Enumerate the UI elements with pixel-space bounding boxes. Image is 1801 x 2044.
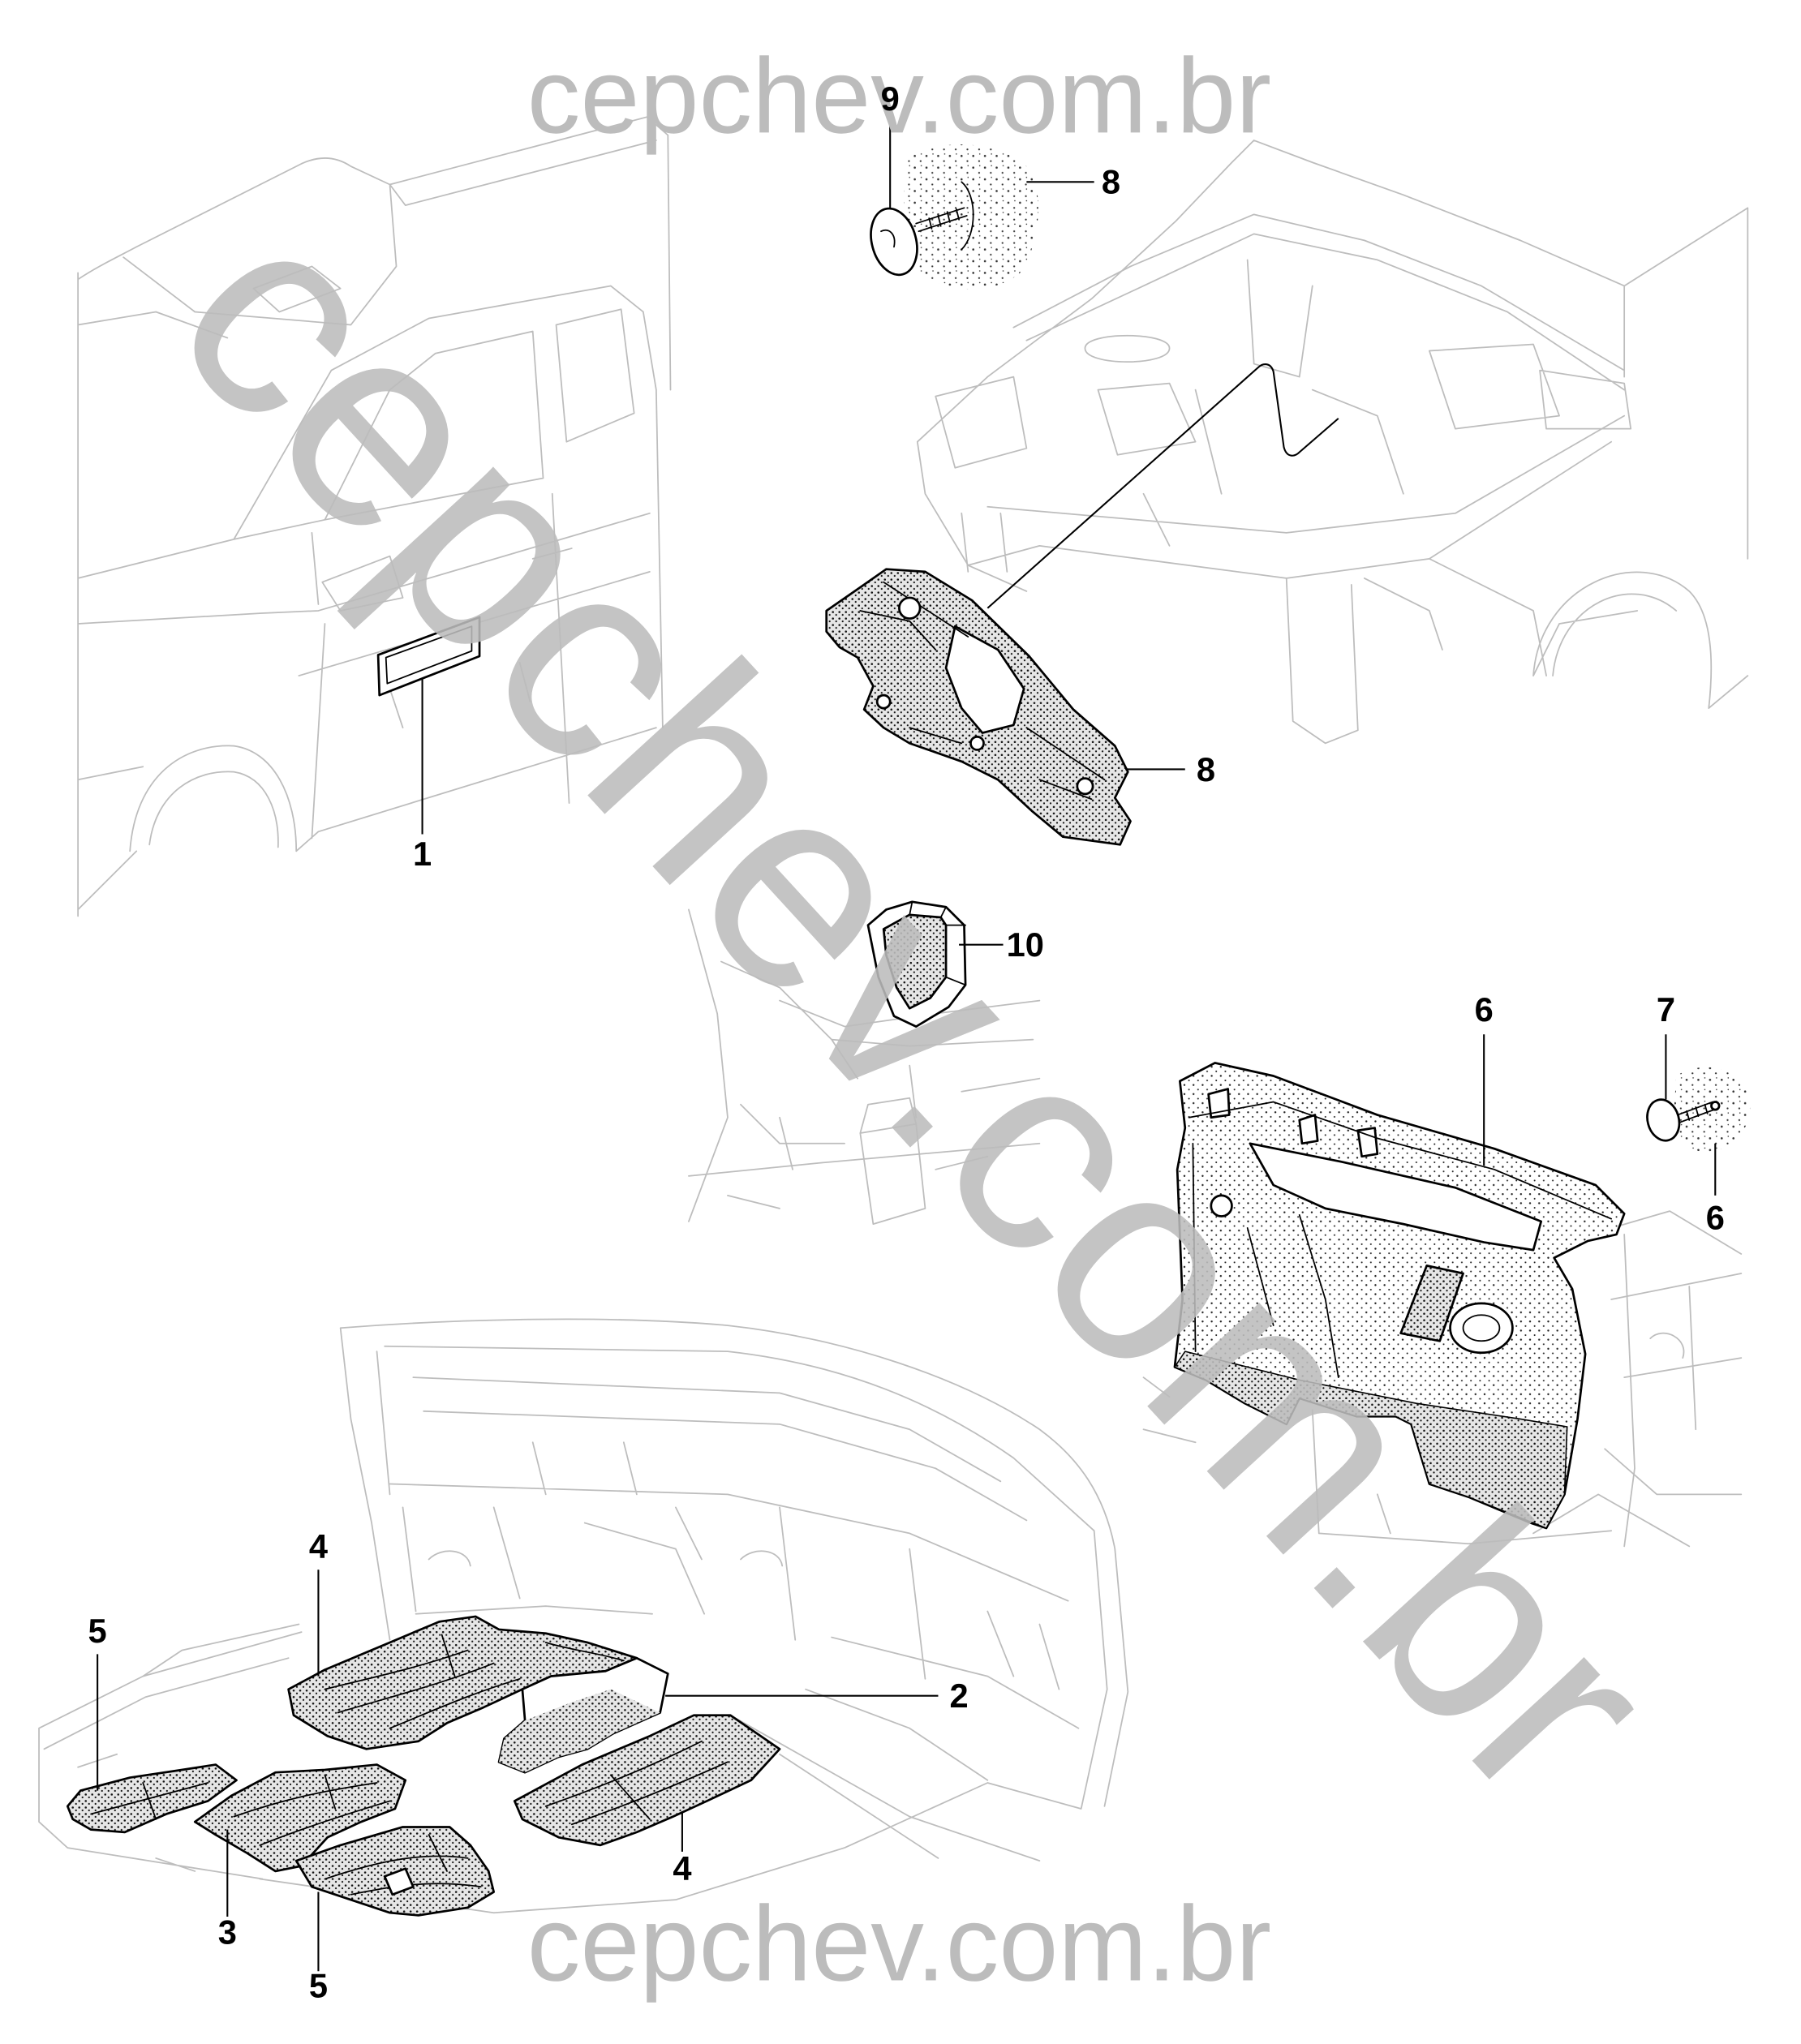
callout-1: 1 bbox=[413, 835, 432, 873]
callout-6-panel: 6 bbox=[1475, 990, 1494, 1028]
floor-carpets bbox=[66, 1615, 781, 1917]
part-2-carpet-tunnel-shading bbox=[499, 1689, 660, 1773]
insulator-block-inner bbox=[882, 913, 948, 1010]
part-10-insulator-block bbox=[866, 900, 967, 1028]
dash-insulator-lower-grommet-inner bbox=[1462, 1314, 1501, 1342]
pillar-area-outline bbox=[688, 908, 1041, 1225]
watermark-top: cepchev.com.br bbox=[527, 36, 1271, 155]
pin-shaft bbox=[915, 207, 968, 233]
part-7-push-pin bbox=[1646, 1067, 1751, 1153]
dash-insulator-upper-hole-3 bbox=[1076, 777, 1094, 796]
pin-cap bbox=[1646, 1098, 1681, 1142]
part-5-carpet-bottom bbox=[294, 1826, 496, 1917]
location-leader-line bbox=[986, 363, 1339, 609]
part-1-label bbox=[376, 616, 481, 697]
dash-insulator-upper-creases bbox=[859, 581, 1106, 801]
leader-lines bbox=[97, 124, 1717, 1972]
dash-insulator-upper-hole-1 bbox=[898, 596, 922, 620]
part-3-carpet-center bbox=[193, 1763, 407, 1873]
callout-4-front: 4 bbox=[309, 1527, 328, 1565]
dash-insulator-lower-creases bbox=[1188, 1101, 1613, 1379]
bulkhead-area-view bbox=[1142, 1210, 1743, 1548]
pillar-area-view bbox=[688, 908, 1041, 1225]
label-plate-inner-border bbox=[385, 625, 473, 685]
callout-7: 7 bbox=[1657, 990, 1675, 1028]
callout-5-bottom: 5 bbox=[309, 1966, 328, 2004]
engine-bay-outline bbox=[916, 140, 1749, 745]
pin-cap-detail bbox=[880, 230, 896, 248]
pin-shaft bbox=[1676, 1101, 1715, 1124]
dash-insulator-lower-holes bbox=[1207, 1088, 1379, 1158]
dash-insulator-lower-grommet bbox=[1449, 1302, 1514, 1355]
callout-2: 2 bbox=[950, 1677, 969, 1715]
callout-5-left: 5 bbox=[88, 1612, 107, 1650]
dash-insulator-upper-hole-4 bbox=[875, 694, 892, 710]
engine-bay-view bbox=[916, 140, 1749, 745]
part-8-dash-insulator-upper bbox=[825, 363, 1339, 846]
dash-insulator-upper-body bbox=[825, 568, 1132, 846]
watermark-bottom: cepchev.com.br bbox=[527, 1883, 1271, 2003]
callout-6-pin: 6 bbox=[1706, 1199, 1725, 1237]
callout-8-panel: 8 bbox=[1197, 750, 1215, 788]
dash-insulator-lower-patch bbox=[1399, 1265, 1464, 1342]
pin-mounting-area-stipple bbox=[904, 144, 1038, 290]
insulator-block-edges bbox=[909, 900, 966, 986]
dash-insulator-upper-hole-2 bbox=[969, 735, 985, 751]
part-4-carpet-rear bbox=[513, 1714, 781, 1847]
part-6-dash-insulator-lower bbox=[1173, 1062, 1626, 1530]
part-9-push-pin bbox=[870, 144, 1038, 290]
pin-hole-icon bbox=[961, 181, 974, 251]
pin-tip bbox=[1710, 1101, 1721, 1111]
callout-3: 3 bbox=[218, 1913, 237, 1952]
callout-8-top: 8 bbox=[1102, 163, 1120, 201]
label-plate bbox=[376, 616, 481, 697]
bulkhead-area-outline bbox=[1142, 1210, 1743, 1548]
dash-insulator-lower-floor-band bbox=[1173, 1350, 1568, 1530]
callout-9: 9 bbox=[881, 79, 900, 118]
carpet-bottom-clip bbox=[383, 1867, 415, 1896]
callout-10: 10 bbox=[1007, 925, 1044, 964]
callout-4-rear: 4 bbox=[673, 1849, 691, 1887]
dash-insulator-lower-round-hole bbox=[1210, 1194, 1233, 1217]
callouts: 9 8 8 1 10 6 7 6 4 5 2 3 4 5 bbox=[88, 79, 1725, 2004]
